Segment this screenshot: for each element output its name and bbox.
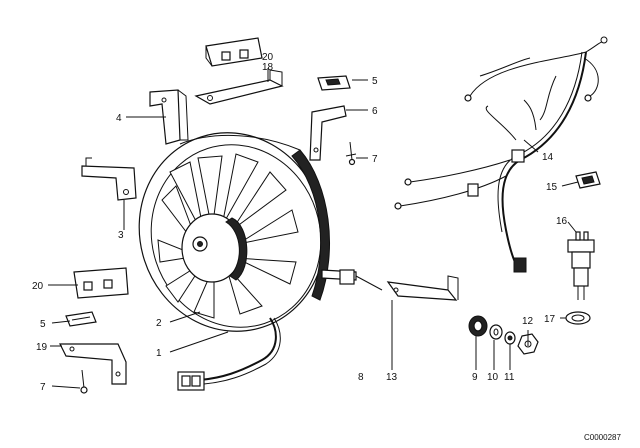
callout-7-left: 7 [40,382,46,393]
callout-17: 17 [544,314,556,325]
bracket-6 [309,105,347,161]
callout-1: 1 [156,348,162,359]
callout-7: 7 [372,154,378,165]
callout-20-left: 20 [32,281,44,292]
leader-lines [48,68,579,389]
screw-7-left [80,369,88,394]
bracket-20-top [205,37,263,67]
callout-10: 10 [487,372,499,383]
callout-8: 8 [358,372,364,383]
bracket-18 [194,69,284,105]
callout-18: 18 [262,62,274,73]
clip-5-left [65,311,97,327]
callout-5-left: 5 [40,319,46,330]
washer-10 [489,324,503,340]
callout-4: 4 [116,113,122,124]
screw-7-right [345,141,357,166]
bolt-8 [321,269,383,291]
bracket-3 [81,157,137,201]
callout-20: 20 [262,52,274,63]
callout-19: 19 [36,342,48,353]
callout-labels: 1 2 3 4 5 6 7 8 9 10 11 12 13 14 15 16 1… [32,52,568,393]
grommet-9 [468,315,488,337]
callout-6: 6 [372,106,378,117]
callout-16: 16 [556,216,568,227]
callout-5: 5 [372,76,378,87]
callout-12: 12 [522,316,534,327]
callout-11: 11 [504,372,515,383]
bracket-13 [386,275,459,301]
callout-14: 14 [542,152,554,163]
seal-ring-17 [565,311,591,325]
wiring-harness-14 [394,36,608,273]
callout-15: 15 [546,182,558,193]
connector-15 [575,171,601,189]
callout-13: 13 [386,372,398,383]
clip-5-top [317,75,351,91]
washer-11 [504,331,516,345]
callout-9: 9 [472,372,478,383]
callout-3: 3 [118,230,124,241]
bracket-19 [59,343,127,385]
callout-2: 2 [156,318,162,329]
diagram-code: C0000287 [584,433,621,442]
fan-assembly [138,132,330,391]
switch-16 [567,231,595,300]
bracket-20-left [73,267,129,299]
